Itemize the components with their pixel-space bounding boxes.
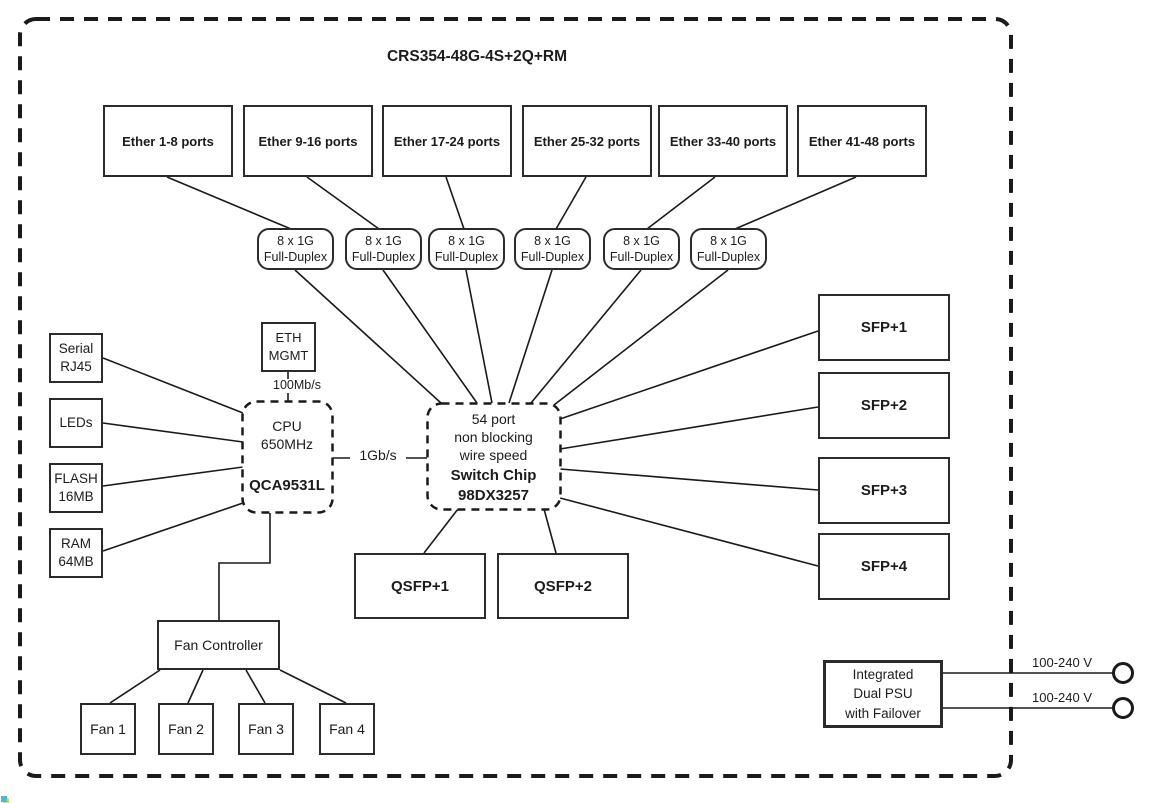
switch-chip-outline bbox=[426, 402, 562, 511]
link-phy1-switch bbox=[294, 269, 442, 404]
serial-rj45: Serial RJ45 bbox=[49, 333, 103, 383]
link-leds-cpu bbox=[102, 422, 244, 443]
fan-controller: Fan Controller bbox=[157, 620, 280, 670]
leds: LEDs bbox=[49, 398, 103, 448]
sfp-port-3: SFP+3 bbox=[818, 457, 950, 524]
link-fanctl-fan2 bbox=[187, 669, 204, 704]
qsfp-port-1: QSFP+1 bbox=[354, 553, 486, 619]
link-switch-qsfp1 bbox=[423, 508, 459, 554]
ether-group-41-48: Ether 41-48 ports bbox=[797, 105, 927, 177]
phy-link-2: 8 x 1G Full-Duplex bbox=[345, 228, 422, 270]
qsfp-port-2: QSFP+2 bbox=[497, 553, 629, 619]
link-phy2-switch bbox=[382, 269, 478, 404]
link-phy3-switch bbox=[465, 269, 493, 404]
fan-3: Fan 3 bbox=[238, 703, 294, 755]
sfp-port-1: SFP+1 bbox=[818, 294, 950, 361]
ether-group-33-40: Ether 33-40 ports bbox=[658, 105, 788, 177]
diagram-title: CRS354-48G-4S+2Q+RM bbox=[386, 48, 568, 65]
link-ether3-phy3 bbox=[445, 176, 465, 230]
mgmt-speed-label: 100Mb/s bbox=[261, 378, 333, 393]
mains-voltage-label-1: 100-240 V bbox=[1026, 655, 1098, 671]
psu: Integrated Dual PSU with Failover bbox=[823, 660, 943, 728]
cpu-outline bbox=[241, 400, 334, 514]
device-enclosure-outline bbox=[18, 17, 1013, 778]
ether-group-25-32: Ether 25-32 ports bbox=[522, 105, 652, 177]
link-phy4-switch bbox=[508, 269, 553, 404]
cpu-switch-speed-label: 1Gb/s bbox=[350, 447, 406, 464]
ether-group-1-8: Ether 1-8 ports bbox=[103, 105, 233, 177]
link-ram-cpu bbox=[102, 502, 244, 552]
switch-chip-desc: 54 port non blocking wire speed bbox=[454, 411, 533, 463]
phy-link-4: 8 x 1G Full-Duplex bbox=[514, 228, 591, 270]
cpu-label: CPU 650MHz bbox=[260, 418, 314, 453]
link-switch-sfp1 bbox=[559, 330, 819, 420]
link-ether2-phy2 bbox=[306, 176, 380, 230]
mains-inlet2-icon bbox=[1112, 697, 1134, 719]
link-switch-sfp3 bbox=[559, 468, 819, 491]
flash-memory: FLASH 16MB bbox=[49, 463, 103, 513]
phy-link-5: 8 x 1G Full-Duplex bbox=[603, 228, 680, 270]
ram-memory: RAM 64MB bbox=[49, 528, 103, 578]
phy-link-1: 8 x 1G Full-Duplex bbox=[257, 228, 334, 270]
link-phy6-switch bbox=[553, 269, 729, 406]
eth-mgmt-port: ETH MGMT bbox=[261, 322, 316, 372]
mains-voltage-label-2: 100-240 V bbox=[1026, 690, 1098, 706]
link-switch-qsfp2 bbox=[543, 508, 557, 554]
link-fanctl-fan4 bbox=[279, 669, 347, 704]
link-phy5-switch bbox=[530, 269, 642, 404]
mains-inlet1-icon bbox=[1112, 662, 1134, 684]
phy-link-6: 8 x 1G Full-Duplex bbox=[690, 228, 767, 270]
fan-1: Fan 1 bbox=[80, 703, 136, 755]
switch-chip-model: Switch Chip 98DX3257 bbox=[450, 467, 537, 504]
link-ether6-phy6 bbox=[734, 176, 857, 230]
link-ether5-phy5 bbox=[646, 176, 716, 230]
sfp-port-2: SFP+2 bbox=[818, 372, 950, 439]
link-fanctl-fan3 bbox=[245, 669, 266, 704]
link-cpu-fanctl bbox=[218, 513, 271, 620]
ether-group-17-24: Ether 17-24 ports bbox=[382, 105, 512, 177]
phy-link-3: 8 x 1G Full-Duplex bbox=[428, 228, 505, 270]
fan-2: Fan 2 bbox=[158, 703, 214, 755]
link-ether4-phy4 bbox=[555, 176, 587, 230]
link-flash-cpu bbox=[102, 466, 244, 487]
link-serial-cpu bbox=[102, 357, 244, 414]
corner-artifact bbox=[1, 796, 7, 802]
sfp-port-4: SFP+4 bbox=[818, 533, 950, 600]
link-ether1-phy1 bbox=[166, 176, 292, 230]
fan-4: Fan 4 bbox=[319, 703, 375, 755]
link-fanctl-fan1 bbox=[109, 669, 161, 704]
cpu-chip-model: QCA9531L bbox=[249, 477, 325, 494]
link-switch-sfp4 bbox=[559, 497, 819, 567]
ether-group-9-16: Ether 9-16 ports bbox=[243, 105, 373, 177]
link-switch-sfp2 bbox=[559, 406, 819, 450]
